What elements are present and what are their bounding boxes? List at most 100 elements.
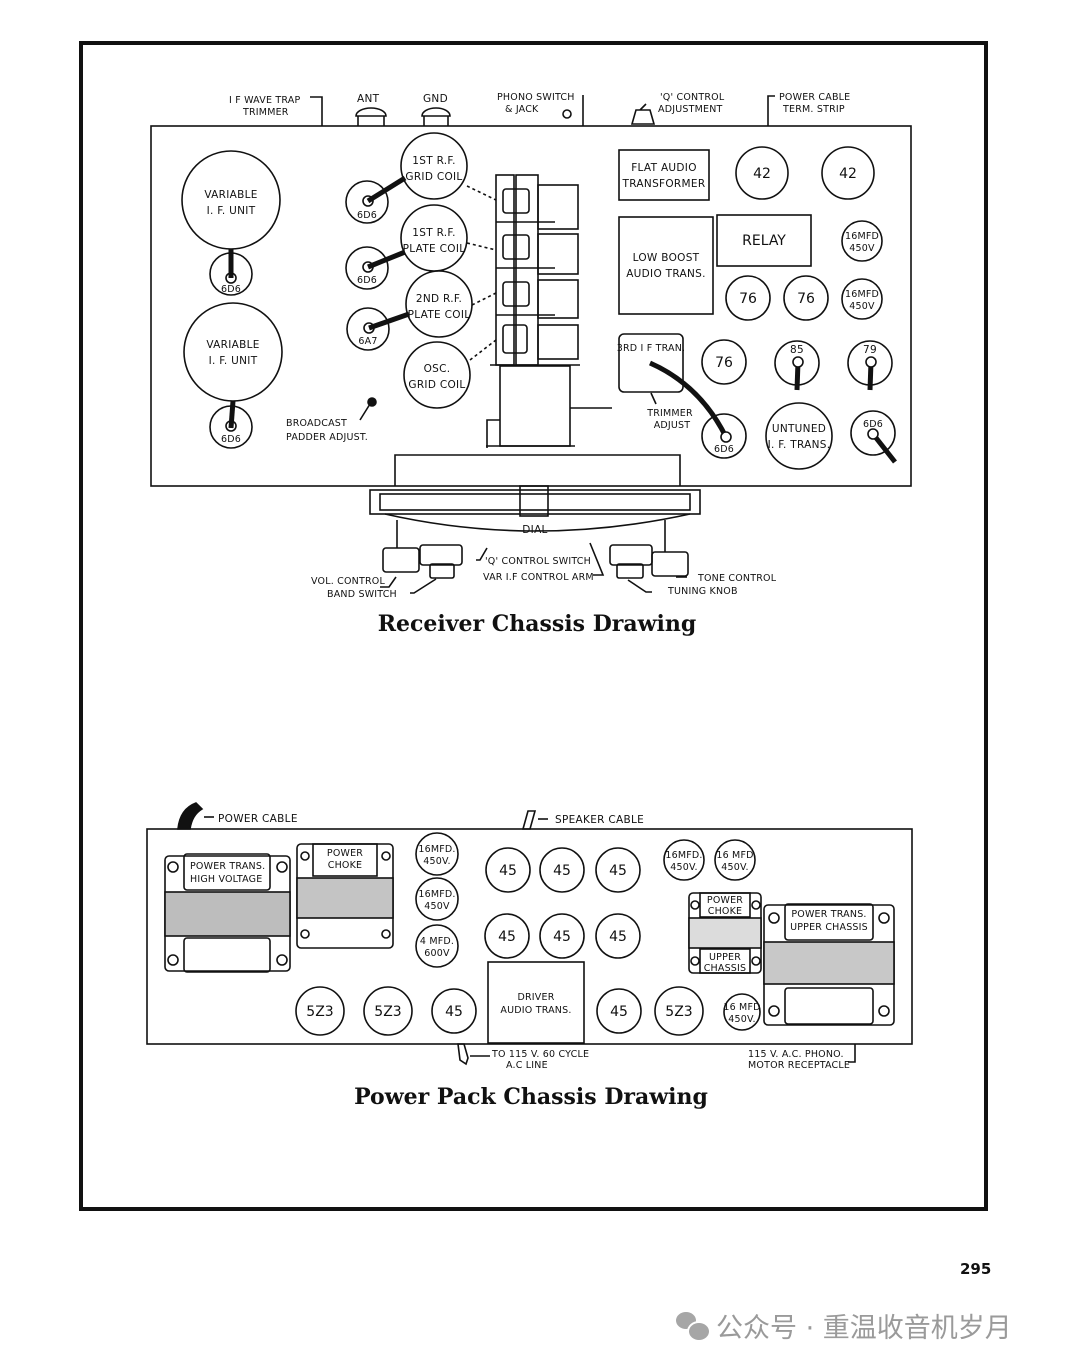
phono-receptacle-leader bbox=[848, 1044, 856, 1063]
coil-link bbox=[367, 249, 406, 270]
tube-42-left-label: 42 bbox=[753, 166, 771, 182]
ant-label: ANT bbox=[357, 93, 380, 105]
gnd-terminal bbox=[421, 107, 451, 126]
padder-l1: BROADCAST bbox=[286, 418, 347, 429]
third-if-transformer bbox=[618, 333, 684, 393]
relay-label: RELAY bbox=[742, 233, 786, 249]
dial-label: DIAL bbox=[522, 524, 547, 536]
power-choke-left bbox=[296, 843, 394, 949]
page-number: 295 bbox=[960, 1260, 992, 1278]
receiver-labels: I F WAVE TRAP TRIMMER ANT GND PHONO SWIT… bbox=[204, 92, 883, 637]
tube-45-top-1-label: 45 bbox=[499, 863, 517, 879]
tube-5z3-1 bbox=[295, 986, 345, 1036]
vol-control-label: VOL. CONTROL bbox=[311, 576, 385, 587]
tube-6a7 bbox=[346, 307, 390, 351]
coil-osc-grid bbox=[403, 341, 471, 409]
tube-76-a-label: 76 bbox=[739, 291, 757, 307]
cap-right-1 bbox=[663, 839, 705, 881]
tube-6d6-third-if bbox=[701, 413, 747, 459]
cap-2-l1: 16MFD bbox=[845, 289, 879, 300]
flat-audio-transformer bbox=[618, 149, 710, 201]
if-unit-1-l2: I. F. UNIT bbox=[207, 205, 256, 217]
q-switch-label: 'Q' CONTROL SWITCH bbox=[485, 556, 591, 567]
power-cable-label: POWER CABLE bbox=[218, 813, 298, 825]
tube-socket bbox=[720, 431, 732, 443]
tube-6d6-if1 bbox=[209, 252, 253, 296]
cap-16mfd-2 bbox=[841, 278, 883, 320]
tube-76-c bbox=[701, 339, 747, 385]
driver-l1: DRIVER bbox=[517, 992, 554, 1003]
tube-socket bbox=[867, 428, 879, 440]
cap-left-2-l2: 450V bbox=[424, 901, 450, 912]
trimmer-l1: TRIMMER bbox=[646, 408, 693, 419]
tube-6d6-if2 bbox=[209, 405, 253, 449]
power-pack-labels: POWER CABLE SPEAKER CABLE POWER TRANS. H… bbox=[190, 813, 868, 1110]
tube-45-bottom-2 bbox=[596, 988, 642, 1034]
if-unit-1-tube: 6D6 bbox=[221, 284, 241, 295]
tube-76-b-label: 76 bbox=[797, 291, 815, 307]
tube-socket bbox=[362, 195, 374, 207]
wechat-icon bbox=[676, 1311, 711, 1342]
q-control-label-l2: ADJUSTMENT bbox=[658, 104, 723, 115]
cap-1-l2: 450V bbox=[849, 243, 875, 254]
watermark-text: 公众号 · 重温收音机岁月 bbox=[716, 1313, 1012, 1344]
cap-left-1-l1: 16MFD. bbox=[418, 844, 455, 855]
coil-1st-rf-grid bbox=[400, 132, 468, 200]
cap-right-1-l2: 450V. bbox=[670, 862, 697, 873]
band-switch-label: BAND SWITCH bbox=[327, 589, 397, 600]
speaker-cable-label: SPEAKER CABLE bbox=[555, 814, 644, 826]
cap-left-1-l2: 450V. bbox=[423, 856, 450, 867]
power-trans-upper-chassis bbox=[763, 903, 895, 1026]
padder-l2: PADDER ADJUST. bbox=[286, 432, 368, 443]
low-boost-l2: AUDIO TRANS. bbox=[626, 268, 706, 280]
speaker-cable-icon bbox=[521, 810, 537, 830]
if-unit-2-tube: 6D6 bbox=[221, 434, 241, 445]
band-switch-assembly bbox=[486, 174, 612, 448]
coil-dash bbox=[469, 339, 497, 361]
tube-45-top-2 bbox=[539, 847, 585, 893]
phono-jack-icon bbox=[562, 109, 572, 119]
tube-45-mid-3 bbox=[595, 913, 641, 959]
tube-socket bbox=[362, 261, 374, 273]
coil-2-tube: 6D6 bbox=[357, 275, 377, 286]
power-trans-upper-l1: POWER TRANS. bbox=[791, 909, 866, 920]
cap-left-1 bbox=[415, 832, 459, 876]
cap-right-2 bbox=[714, 839, 756, 881]
trimmer-leader bbox=[650, 392, 657, 405]
tube-socket bbox=[225, 420, 237, 432]
power-choke-right-l2: CHOKE bbox=[708, 906, 743, 917]
page-frame bbox=[79, 41, 988, 1211]
q-control-label-l1: 'Q' CONTROL bbox=[660, 92, 725, 103]
if-unit-2-l2: I. F. UNIT bbox=[209, 355, 258, 367]
tube-79-label: 79 bbox=[863, 344, 877, 356]
coil-1-l2: GRID COIL bbox=[405, 171, 462, 183]
if-wave-trap-label-l2: TRIMMER bbox=[242, 107, 289, 118]
cap-left-2-l1: 16MFD. bbox=[418, 889, 455, 900]
driver-audio-trans bbox=[487, 961, 585, 1044]
tube-42-right-label: 42 bbox=[839, 166, 857, 182]
flat-audio-l1: FLAT AUDIO bbox=[631, 162, 697, 174]
power-cable-strip-leader bbox=[767, 95, 775, 126]
power-cable-label-l2: TERM. STRIP bbox=[782, 104, 845, 115]
cap-bottom-l1: 16 MFD bbox=[723, 1002, 760, 1013]
cap-1-l1: 16MFD bbox=[845, 231, 879, 242]
receiver-chassis bbox=[150, 95, 912, 594]
ac-line-l1: TO 115 V. 60 CYCLE bbox=[491, 1049, 589, 1060]
tube-6d6-b-label: 6D6 bbox=[863, 419, 883, 430]
tube-45-mid-3-label: 45 bbox=[609, 929, 627, 945]
dial-assembly bbox=[369, 454, 701, 594]
coil-1-tube: 6D6 bbox=[357, 210, 377, 221]
coil-2nd-rf-plate bbox=[405, 270, 473, 338]
gnd-label: GND bbox=[423, 93, 448, 105]
coil-dash bbox=[466, 242, 497, 251]
cap-2-l2: 450V bbox=[849, 301, 875, 312]
tube-6d6-right bbox=[850, 410, 896, 456]
coil-4-l1: OSC. bbox=[424, 363, 451, 375]
cap-left-2 bbox=[415, 877, 459, 921]
watermark: 公众号 · 重温收音机岁月 bbox=[676, 1306, 1012, 1345]
power-choke-right bbox=[688, 892, 762, 974]
power-choke-right-l1: POWER bbox=[707, 895, 743, 906]
cap-left-3-l2: 600V bbox=[424, 948, 450, 959]
